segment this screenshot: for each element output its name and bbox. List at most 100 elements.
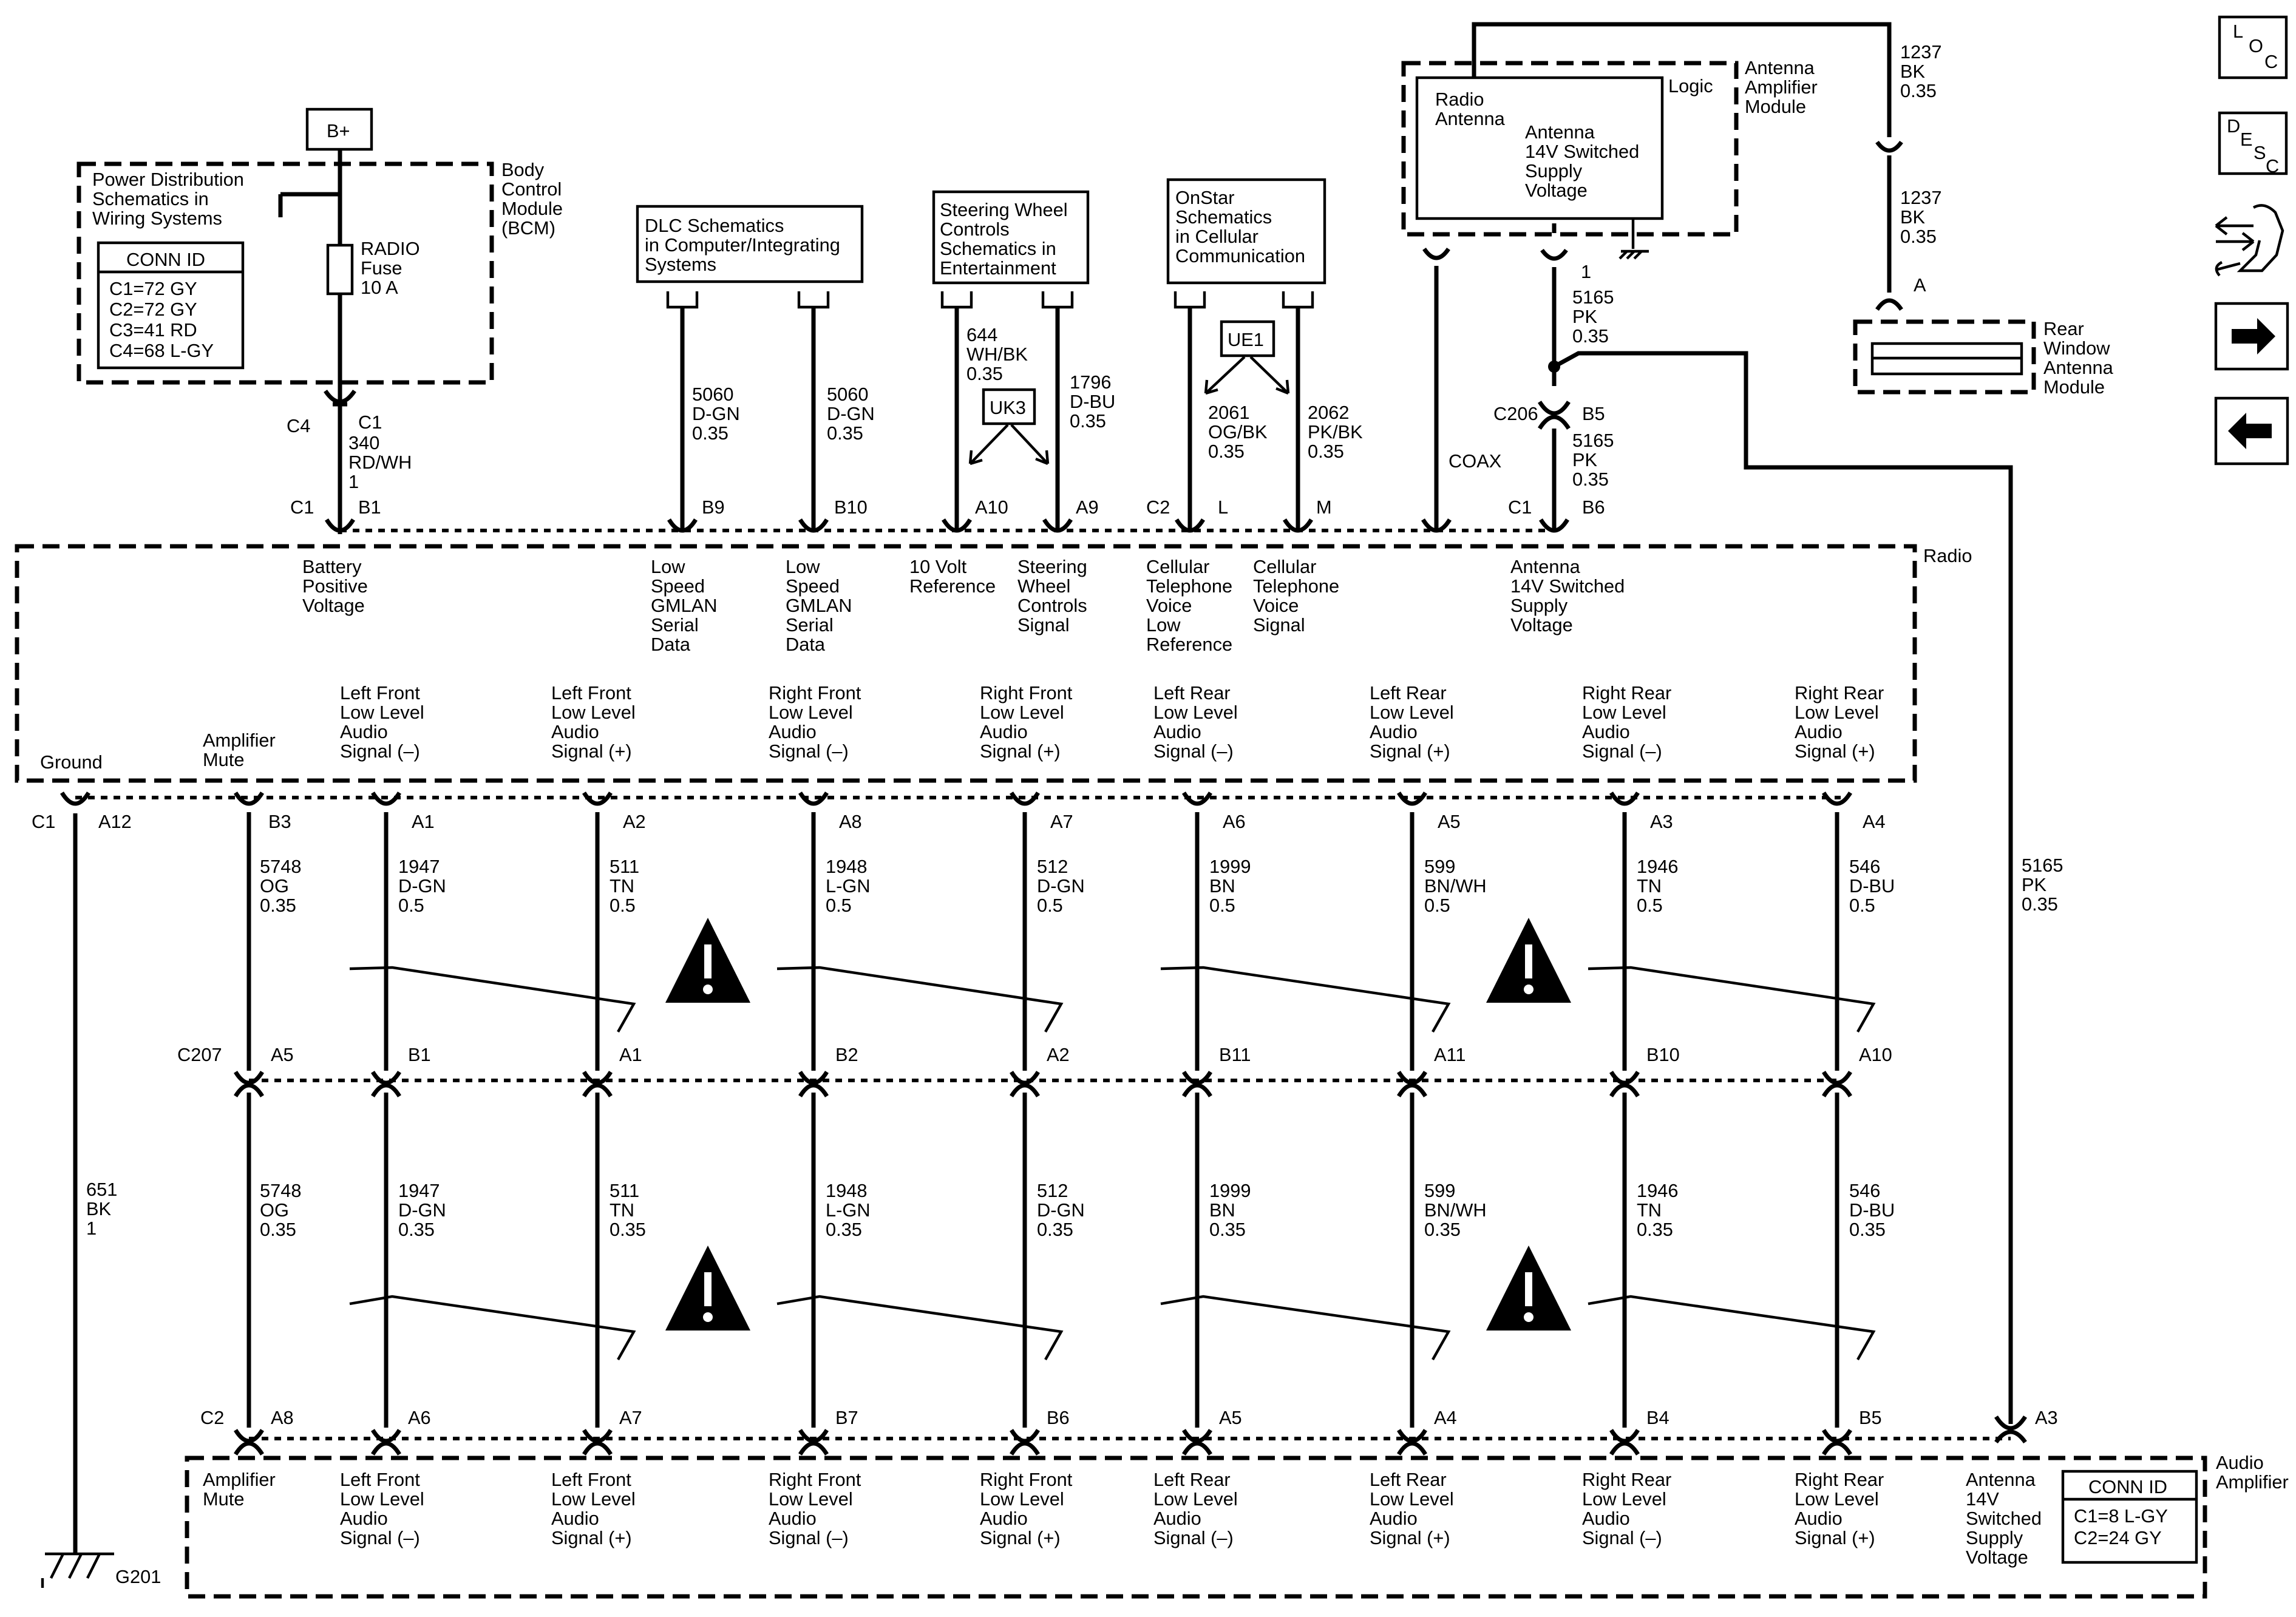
amp-channel-pin: A5 <box>1219 1407 1242 1428</box>
svg-text:BN/WH: BN/WH <box>1424 875 1487 897</box>
g201-label: G201 <box>115 1566 161 1587</box>
swc-reference-box[interactable]: Steering Wheel Controls Schematics in En… <box>932 190 1090 285</box>
connector-terminal <box>371 1441 401 1456</box>
nav-description-button[interactable]: D E S C <box>2218 111 2288 177</box>
svg-text:Data: Data <box>786 634 826 655</box>
twisted-pair-marker <box>776 966 1064 1033</box>
radio-top-terminal <box>798 518 829 533</box>
svg-text:Window: Window <box>2043 337 2110 359</box>
svg-text:Module: Module <box>501 198 563 219</box>
svg-text:BK: BK <box>86 1198 112 1219</box>
amp-channel-pin: A4 <box>1434 1407 1457 1428</box>
amp-mute-label: Amplifier Mute <box>203 1469 276 1510</box>
connector-terminal <box>582 1441 613 1456</box>
amp-supply-pin: 1 <box>1581 261 1591 282</box>
svg-text:0.5: 0.5 <box>1037 895 1063 916</box>
svg-text:Signal (+): Signal (+) <box>1370 1527 1450 1548</box>
antenna-top-wire-label: 1237 BK 0.35 <box>1900 41 1942 101</box>
connector-terminal <box>582 1083 613 1097</box>
svg-text:UE1: UE1 <box>1228 329 1264 350</box>
radio-channel-pin: A1 <box>412 811 435 832</box>
svg-text:in Computer/Integrating: in Computer/Integrating <box>645 234 840 256</box>
amp-antenna-pin: A3 <box>2035 1407 2058 1428</box>
svg-text:Left Rear: Left Rear <box>1370 682 1447 703</box>
onstar-reference-box[interactable]: OnStar Schematics in Cellular Communicat… <box>1166 178 1326 285</box>
svg-text:0.35: 0.35 <box>1424 1219 1461 1240</box>
svg-text:0.35: 0.35 <box>610 1219 646 1240</box>
svg-text:Signal (–): Signal (–) <box>1582 1527 1662 1548</box>
svg-text:PK: PK <box>1572 306 1598 327</box>
ground-symbol <box>1618 219 1649 260</box>
svg-text:Module: Module <box>2043 376 2105 398</box>
connector-terminal <box>1609 1071 1640 1085</box>
amp-mute-pin: A8 <box>271 1407 294 1428</box>
svg-text:0.5: 0.5 <box>1637 895 1663 916</box>
svg-text:D-BU: D-BU <box>1849 1199 1895 1221</box>
svg-text:Cellular: Cellular <box>1253 556 1316 577</box>
connector-terminal <box>1397 1429 1427 1443</box>
svg-text:Low Level: Low Level <box>1795 702 1879 723</box>
svg-text:C1: C1 <box>1508 497 1532 518</box>
antenna-switched-label: Antenna 14V Switched Supply Voltage <box>1525 121 1639 201</box>
svg-text:5060: 5060 <box>827 384 869 405</box>
svg-text:TN: TN <box>1637 1199 1662 1221</box>
svg-text:Signal (+): Signal (+) <box>1795 1527 1875 1548</box>
svg-text:14V Switched: 14V Switched <box>1525 141 1639 162</box>
svg-text:Low: Low <box>786 556 820 577</box>
svg-text:0.35: 0.35 <box>1900 80 1937 101</box>
connector-terminal <box>1182 1071 1212 1085</box>
connector-end-view-icon[interactable] <box>2215 204 2284 277</box>
radio-module-box <box>15 544 1917 783</box>
connector-terminal <box>1609 1083 1640 1097</box>
svg-text:OG/BK: OG/BK <box>1208 421 1268 442</box>
svg-text:Serial: Serial <box>651 614 699 636</box>
power-distribution-reference: Power Distribution Schematics in Wiring … <box>92 169 244 229</box>
twisted-pair-marker <box>1160 966 1451 1033</box>
amp-channel-pin: A7 <box>619 1407 642 1428</box>
svg-text:Antenna: Antenna <box>1525 121 1595 143</box>
svg-text:Wiring Systems: Wiring Systems <box>92 208 222 229</box>
svg-text:Mute: Mute <box>203 749 244 770</box>
twisted-pair-marker <box>349 1295 636 1361</box>
connector-terminal <box>1182 1083 1212 1097</box>
nav-location-button[interactable]: L O C <box>2218 15 2288 80</box>
previous-page-button[interactable] <box>2214 396 2289 466</box>
svg-text:BN: BN <box>1209 875 1235 897</box>
svg-text:Low Level: Low Level <box>769 1488 853 1510</box>
connector-terminal <box>798 1083 829 1097</box>
radio-fuse <box>326 243 354 296</box>
svg-text:1: 1 <box>86 1218 97 1239</box>
svg-text:Audio: Audio <box>769 721 817 742</box>
svg-text:C: C <box>2264 51 2278 72</box>
svg-text:Audio: Audio <box>551 721 599 742</box>
next-page-button[interactable] <box>2214 302 2289 371</box>
svg-text:Schematics in: Schematics in <box>940 238 1056 259</box>
radio-channel-pin: A2 <box>623 811 646 832</box>
radio-top-terminal <box>1283 518 1313 533</box>
dlc-wire-b-label: 5060 D-GN 0.35 <box>827 384 875 444</box>
connector-terminal <box>1397 1071 1427 1085</box>
radio-channel-pin: A8 <box>839 811 862 832</box>
radio-swc-signal-label: Steering Wheel Controls Signal <box>1017 556 1087 636</box>
svg-text:0.35: 0.35 <box>1070 410 1106 432</box>
svg-text:644: 644 <box>966 324 997 345</box>
svg-text:Signal (+): Signal (+) <box>1370 741 1450 762</box>
swc-wire-b-label: 1796 D-BU 0.35 <box>1070 371 1115 432</box>
svg-text:Audio: Audio <box>1582 1508 1630 1529</box>
svg-text:E: E <box>2240 129 2253 150</box>
bcm-label: Body Control Module (BCM) <box>501 159 563 239</box>
svg-text:Signal: Signal <box>1017 614 1070 636</box>
dlc-reference-box[interactable]: DLC Schematics in Computer/Integrating S… <box>636 205 864 283</box>
svg-text:Audio: Audio <box>340 721 388 742</box>
c207-channel-pin: A1 <box>619 1044 642 1065</box>
svg-text:Amplifier: Amplifier <box>203 730 276 751</box>
antenna-supply-right-wire-label: 5165 PK 0.35 <box>2022 855 2063 915</box>
